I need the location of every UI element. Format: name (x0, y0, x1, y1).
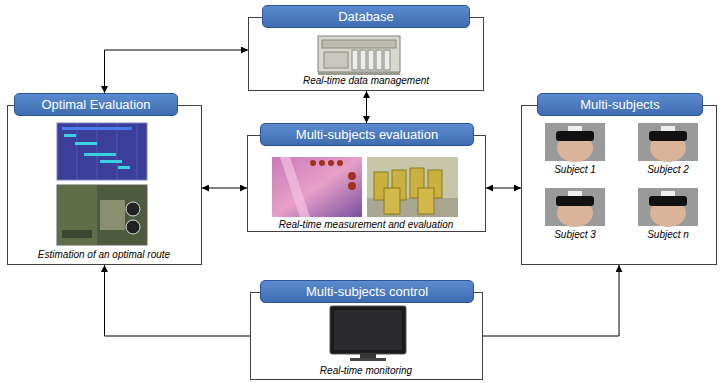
monitor-icon-part (330, 306, 406, 354)
server-rack-part (368, 50, 374, 70)
route-screenshot-part (62, 230, 92, 238)
route-chart-part (137, 123, 138, 180)
subject-photo-part (556, 196, 594, 206)
vr-scene (272, 157, 362, 217)
barrel-scene-part (384, 188, 400, 214)
server-rack-part (360, 50, 366, 70)
image-caption: Estimation of an optimal route (38, 249, 170, 261)
subject-photo-part (649, 131, 687, 141)
subject-photo-part (638, 188, 698, 226)
connector-arrow (105, 50, 249, 93)
titled-panel: Multi-subjectsSubject 1 Subject 2 Subject … (521, 93, 717, 265)
connector-arrow (486, 188, 521, 189)
route-chart-part (97, 123, 98, 180)
connector-arrow (202, 188, 247, 189)
route-chart-part (64, 134, 76, 137)
panel-header: Database (262, 5, 470, 28)
header-title: Multi-subjects control (306, 284, 428, 299)
header-title: Database (338, 9, 394, 24)
panel-header: Multi-subjects (537, 93, 703, 116)
route-screenshot-part (57, 185, 97, 245)
route-chart (57, 123, 147, 180)
subject-photo-part (545, 188, 605, 226)
image-caption: Subject 2 (647, 164, 689, 176)
server-rack-part (384, 50, 390, 70)
image-caption: Real-time data management (303, 75, 429, 87)
vr-scene-part (348, 182, 356, 190)
route-chart-part (57, 123, 147, 180)
connector-arrow (483, 265, 619, 336)
barrel-scene-part (418, 188, 434, 214)
route-chart-part (117, 123, 118, 180)
header-title: Multi-subjects evaluation (296, 127, 438, 142)
server-rack-part (318, 72, 400, 75)
monitor-icon-part (360, 354, 376, 358)
subject-photo (638, 123, 698, 162)
monitor-icon (330, 306, 406, 361)
barrel-scene-part (367, 198, 458, 217)
image-caption: Subject 3 (554, 229, 596, 241)
server-rack-part (318, 36, 400, 72)
vr-scene-part (280, 157, 310, 217)
subject-photo (545, 123, 605, 162)
route-chart-part (84, 153, 116, 156)
vr-scene-part (337, 160, 343, 166)
titled-panel: Optimal EvaluationEstimation of an optim… (7, 93, 202, 265)
subject-photo-part (556, 131, 594, 141)
panel-border (7, 105, 202, 265)
route-screenshot (57, 185, 147, 245)
route-chart-part (118, 166, 130, 169)
vr-scene-part (272, 157, 362, 217)
image-caption: Real-time monitoring (320, 365, 412, 377)
image-caption: Real-time measurement and evaluation (279, 219, 454, 231)
monitor-icon-part (334, 310, 402, 350)
barrel-scene-part (367, 157, 458, 217)
server-rack-part (352, 50, 358, 70)
server-rack-part (322, 40, 396, 48)
image-caption: Subject n (647, 229, 689, 241)
subject-photo (638, 188, 698, 227)
server-rack-part (376, 50, 382, 70)
route-screenshot-part (126, 220, 140, 234)
subject-photo-part (638, 123, 698, 161)
subject-photo (545, 188, 605, 227)
panel-border (247, 135, 486, 232)
subject-photo-part (568, 126, 582, 131)
route-chart-part (100, 160, 122, 163)
image-caption: Subject 1 (554, 164, 596, 176)
subject-photo-part (649, 196, 687, 206)
panel-header: Multi-subjects control (260, 280, 474, 303)
header-title: Multi-subjects (580, 97, 659, 112)
route-chart-part (75, 142, 97, 145)
subject-photo-part (661, 126, 675, 131)
header-title: Optimal Evaluation (41, 97, 150, 112)
monitor-icon-part (350, 358, 386, 361)
connector-arrow (366, 91, 367, 123)
vr-scene-part (328, 160, 334, 166)
vr-scene-part (319, 160, 325, 166)
panel-header: Multi-subjects evaluation (260, 123, 474, 146)
vr-scene-part (310, 160, 316, 166)
route-screenshot-part (57, 185, 147, 245)
vr-scene-part (348, 172, 356, 180)
titled-panel: DatabaseReal-time data management (248, 5, 484, 91)
route-screenshot-part (126, 202, 140, 216)
subject-photo-part (661, 191, 675, 196)
panel-header: Optimal Evaluation (14, 93, 178, 116)
server-rack-part (324, 52, 348, 68)
server-rack (318, 36, 400, 75)
subject-photo-part (568, 191, 582, 196)
subject-photo-part (545, 123, 605, 161)
route-chart-part (77, 123, 78, 180)
connector-arrow (105, 265, 251, 336)
panel-border (521, 105, 717, 265)
route-chart-part (62, 127, 132, 130)
titled-panel: Multi-subjects evaluationReal-time measu… (247, 123, 486, 232)
route-screenshot-part (100, 200, 125, 230)
titled-panel: Multi-subjects controlReal-time monitori… (250, 280, 483, 380)
barrel-scene (367, 157, 458, 217)
